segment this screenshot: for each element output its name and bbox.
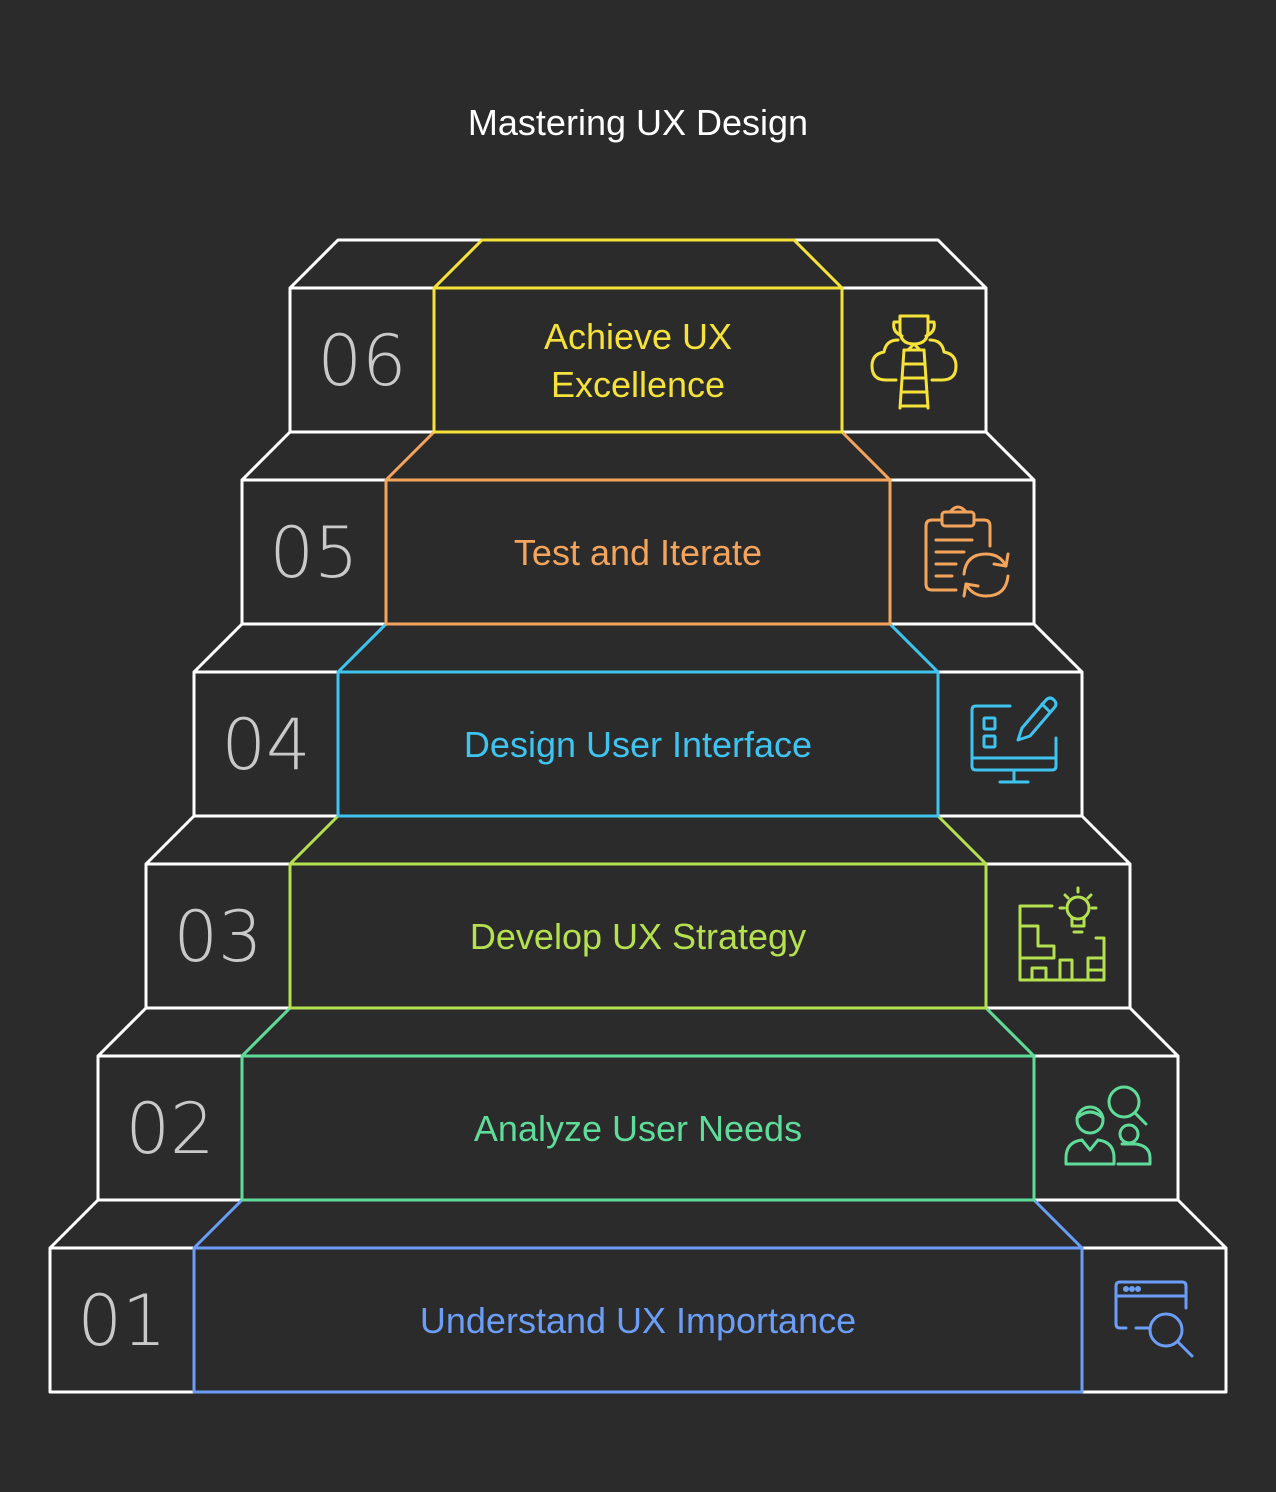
- step-riser: [336, 670, 940, 818]
- step-tread: [288, 814, 988, 866]
- step-03: 03 Develop UX Strategy: [173, 814, 1106, 1010]
- step-number: 01: [77, 1280, 166, 1362]
- step-06: 06 Achieve UX Excellence: [317, 238, 958, 434]
- step-riser: [384, 478, 892, 626]
- stair-frame: [144, 814, 1132, 1010]
- trophy-ladder-icon: [870, 314, 958, 410]
- step-02: 02 Analyze User Needs: [125, 1006, 1152, 1202]
- step-number: 03: [173, 896, 262, 978]
- browser-search-icon: [1114, 1280, 1194, 1358]
- step-riser: [240, 1054, 1036, 1202]
- clipboard-refresh-icon: [924, 505, 1010, 598]
- diagram-title: Mastering UX Design: [468, 102, 808, 143]
- step-04: 04 Design User Interface: [221, 622, 1058, 818]
- stair-tread-outline: [96, 1006, 1180, 1058]
- step-tread: [240, 1006, 1036, 1058]
- step-number: 06: [317, 320, 406, 402]
- stair-steps: 01 Understand UX Importance 02 Analyze User…: [77, 238, 1194, 1394]
- step-label: Analyze User Needs: [474, 1108, 802, 1149]
- step-label: Test and Iterate: [514, 532, 762, 573]
- stair-tread-outline: [288, 238, 988, 290]
- stair-tread-outline: [240, 430, 1036, 482]
- step-label: Design User Interface: [464, 724, 812, 765]
- step-number: 05: [269, 512, 358, 594]
- step-number: 02: [125, 1088, 214, 1170]
- stair-tread-outline: [192, 622, 1084, 674]
- stair-tread-outline: [144, 814, 1132, 866]
- step-label: Excellence: [551, 364, 725, 405]
- step-tread: [384, 430, 892, 482]
- step-riser: [192, 1246, 1084, 1394]
- step-tread: [432, 238, 844, 290]
- users-search-icon: [1064, 1085, 1152, 1166]
- step-number: 04: [221, 704, 310, 786]
- stair-frame: [48, 1198, 1228, 1394]
- step-01: 01 Understand UX Importance: [77, 1198, 1194, 1394]
- monitor-pencil-icon: [970, 696, 1058, 784]
- stair-frame: [192, 622, 1084, 818]
- step-riser: [432, 286, 844, 434]
- step-label: Develop UX Strategy: [470, 916, 806, 957]
- stair-frame: [240, 430, 1036, 626]
- step-tread: [336, 622, 940, 674]
- strategy-lightbulb-icon: [1018, 886, 1106, 982]
- step-05: 05 Test and Iterate: [269, 430, 1010, 626]
- step-label: Achieve UX: [544, 316, 732, 357]
- stair-tread-outline: [48, 1198, 1228, 1250]
- step-tread: [192, 1198, 1084, 1250]
- step-riser: [288, 862, 988, 1010]
- step-label: Understand UX Importance: [420, 1300, 856, 1341]
